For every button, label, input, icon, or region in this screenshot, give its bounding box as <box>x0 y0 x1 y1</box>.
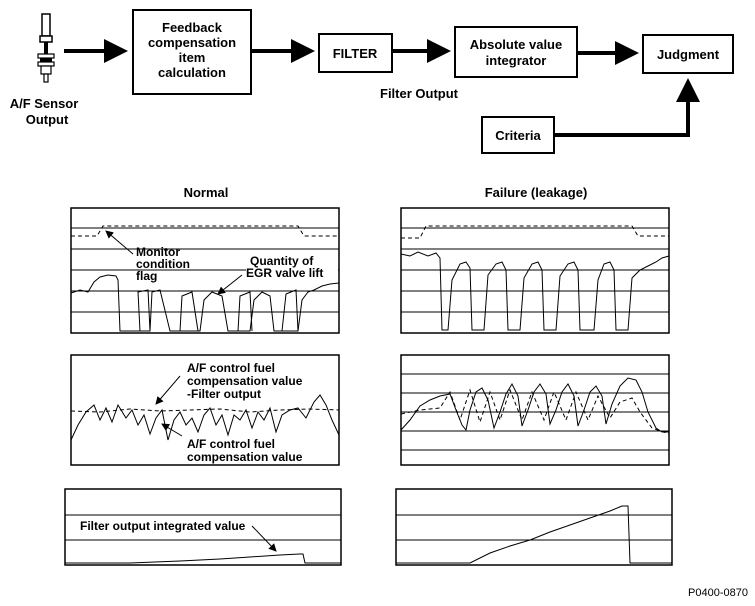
af-filter-label-2: compensation value <box>187 374 303 388</box>
failure-monitor-flag <box>401 225 669 239</box>
af-sensor-icon <box>37 13 55 83</box>
normal-integrated-value <box>65 553 341 564</box>
integrator-label-1: Absolute value <box>470 37 562 52</box>
normal-integrated-graph: Filter output integrated value <box>64 488 342 566</box>
criteria-box <box>481 116 555 154</box>
failure-af-graph <box>400 354 670 466</box>
normal-filter-output <box>70 408 340 413</box>
monitor-flag-callout: Monitor condition flag <box>105 230 190 283</box>
failure-egr-graph <box>400 207 670 334</box>
egr-label-1: Quantity of <box>250 254 314 268</box>
af-filter-label-1: A/F control fuel <box>187 361 275 375</box>
failure-filter-output <box>400 388 670 435</box>
normal-title: Normal <box>184 185 229 200</box>
failure-title: Failure (leakage) <box>485 185 588 200</box>
filter-output-label: Filter Output <box>380 86 459 101</box>
monitor-label-1: Monitor <box>136 245 180 259</box>
af-filter-label-3: -Filter output <box>187 387 261 401</box>
feedback-label-4: calculation <box>158 65 226 80</box>
judgment-label: Judgment <box>657 47 720 62</box>
normal-af-value <box>70 394 340 441</box>
normal-egr-lift <box>70 274 340 332</box>
failure-af-value <box>400 377 669 433</box>
egr-lift-callout: Quantity of EGR valve lift <box>217 253 338 295</box>
integrated-label: Filter output integrated value <box>80 519 246 533</box>
criteria-label: Criteria <box>495 128 541 143</box>
failure-integrated-value <box>396 505 672 564</box>
feedback-label-1: Feedback <box>162 20 223 35</box>
normal-af-graph: A/F control fuel compensation value -Fil… <box>70 354 340 466</box>
sensor-label-line2: Output <box>26 112 69 127</box>
integrator-label-2: integrator <box>486 53 547 68</box>
flow-arrows <box>64 39 700 137</box>
af-value-label-1: A/F control fuel <box>187 437 275 451</box>
egr-label-2: EGR valve lift <box>246 266 323 280</box>
monitor-label-2: condition <box>136 257 190 271</box>
failure-integrated-graph <box>395 488 673 566</box>
integrator-box <box>454 26 578 78</box>
af-value-label-2: compensation value <box>187 450 303 464</box>
monitor-label-3: flag <box>136 269 157 283</box>
figure-id: P0400-0870 <box>688 587 748 599</box>
sensor-label-line1: A/F Sensor <box>10 96 79 111</box>
feedback-label-3: item <box>179 50 206 65</box>
feedback-box <box>132 9 252 95</box>
feedback-label-2: compensation <box>148 35 236 50</box>
normal-monitor-flag <box>71 225 339 237</box>
failure-egr-lift <box>400 251 670 331</box>
filter-label: FILTER <box>333 46 378 61</box>
judgment-box <box>642 34 734 74</box>
